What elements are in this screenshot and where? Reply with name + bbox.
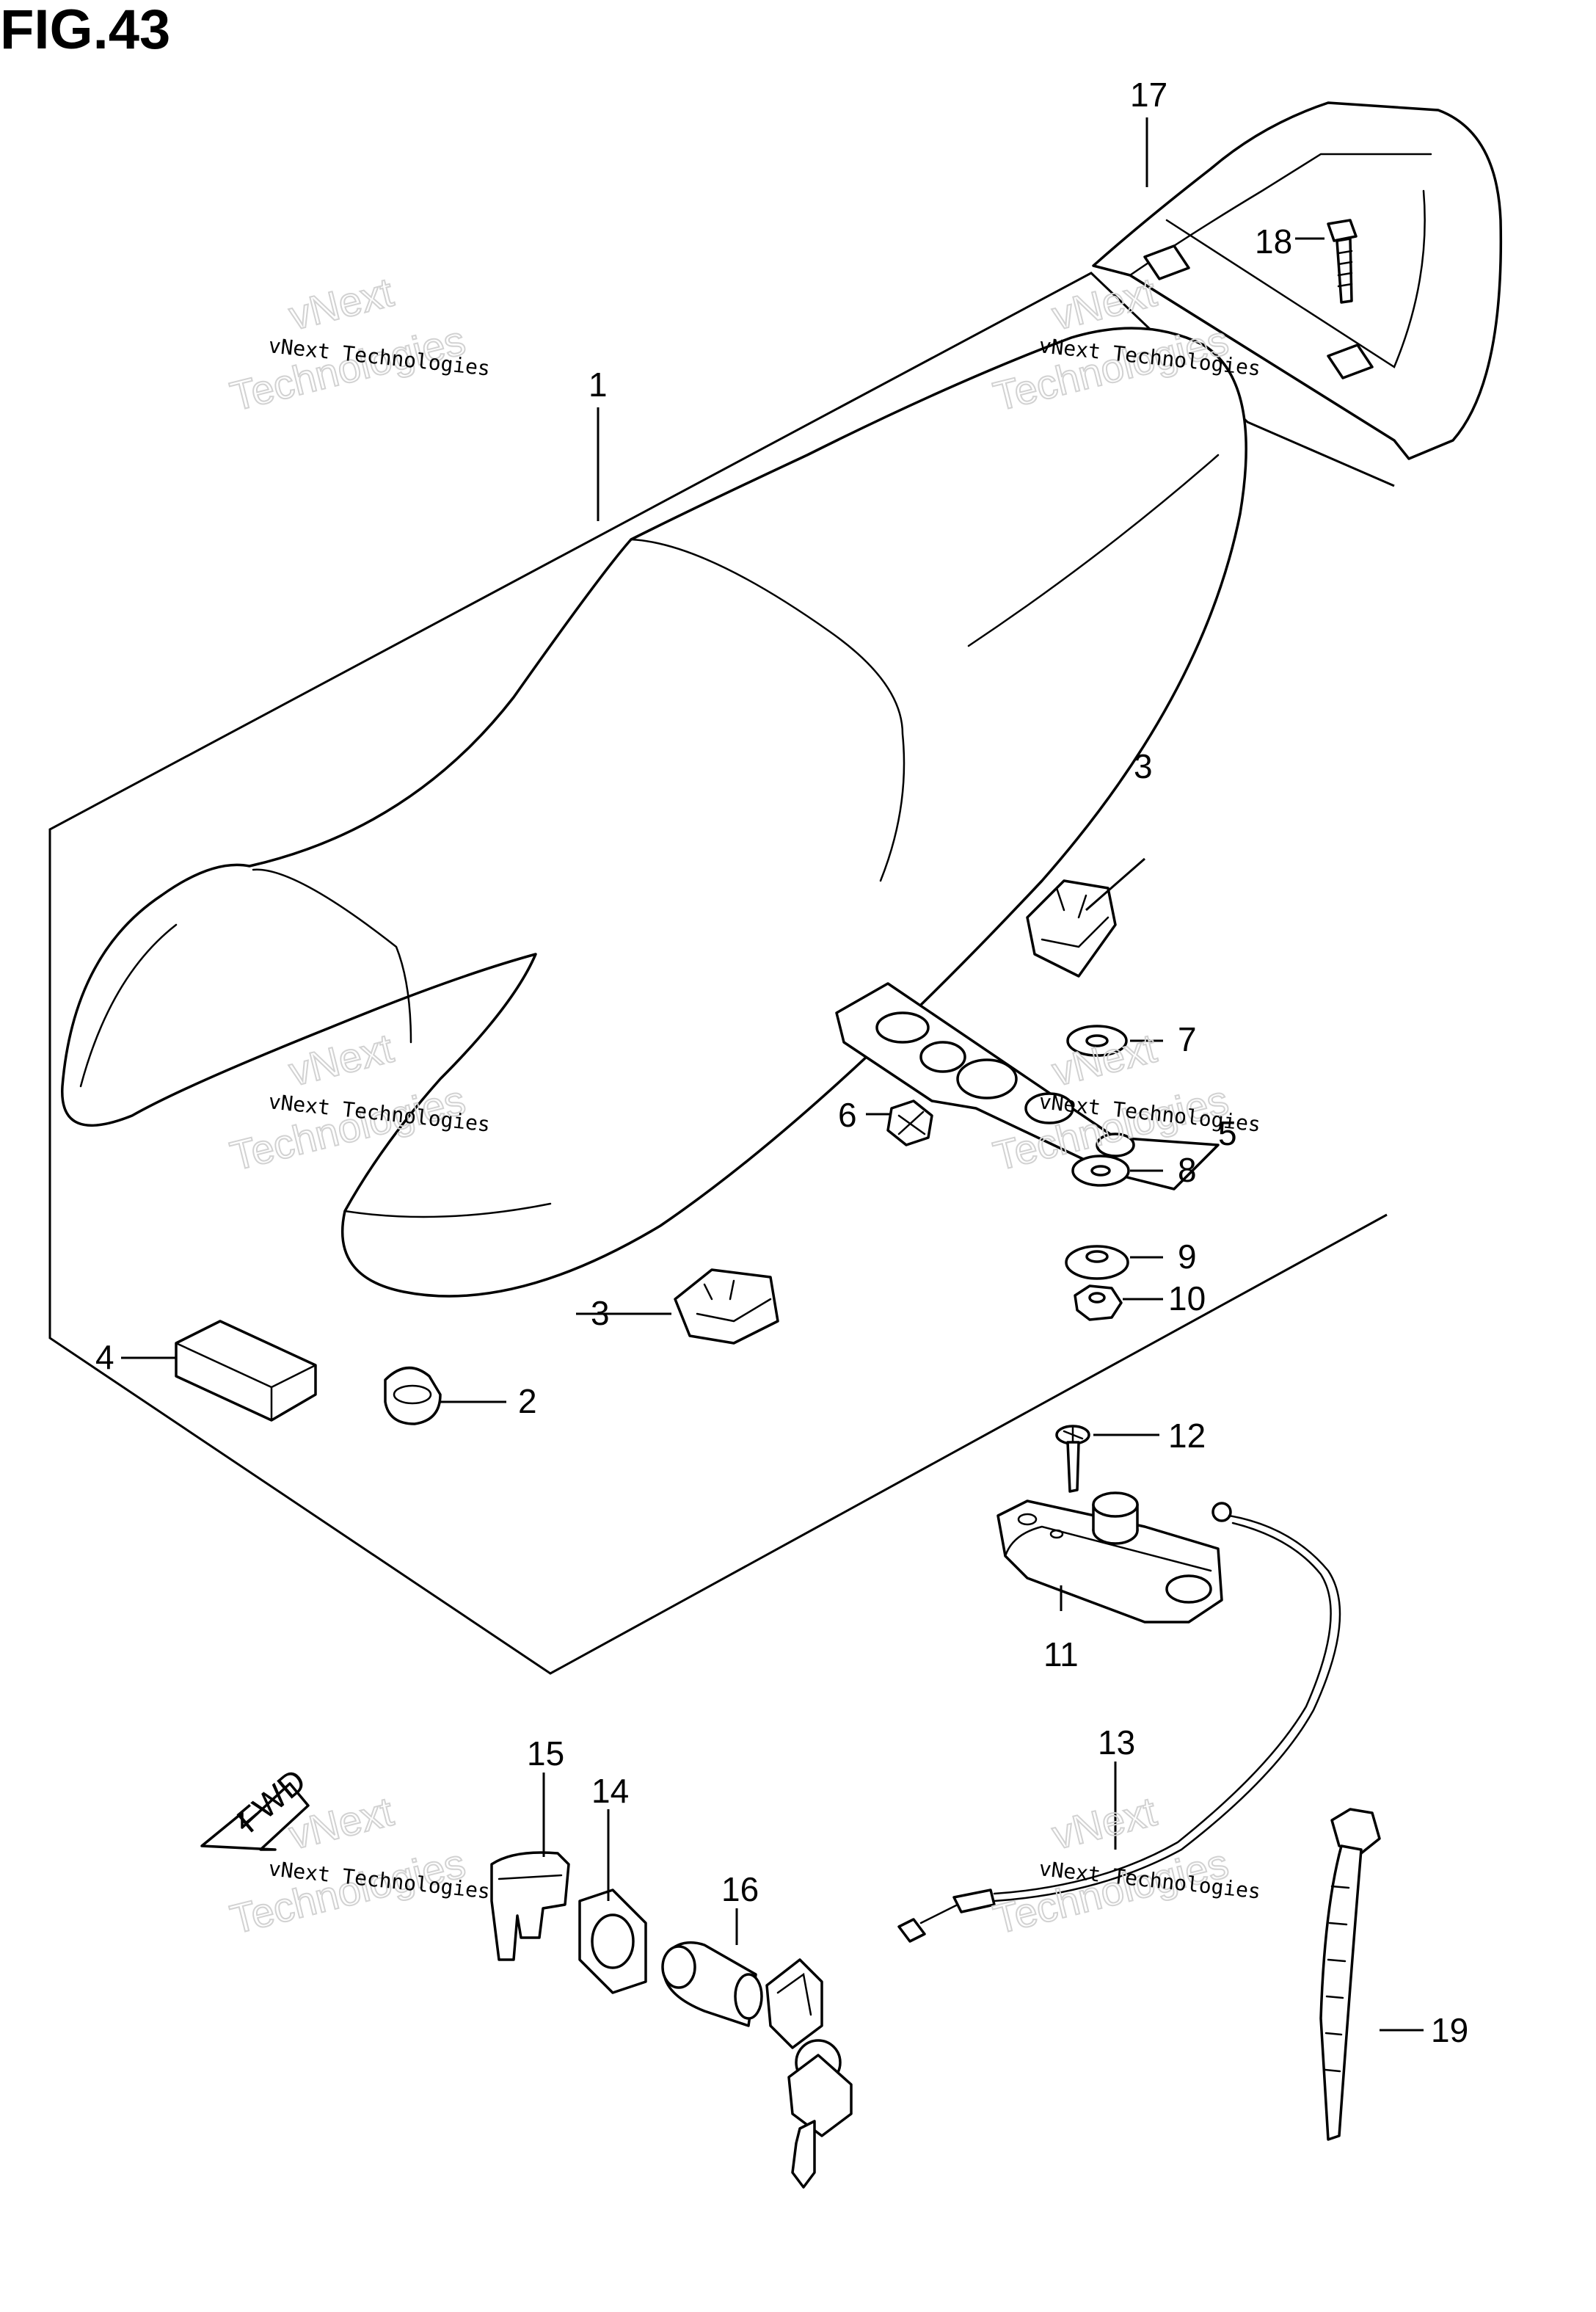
- washer-upper: [1066, 1025, 1128, 1057]
- rear-seat-cover: [1092, 101, 1503, 460]
- watermark-top-left: vNext Technologies vNext Technologies: [225, 268, 492, 421]
- seat-bracket: [835, 982, 1220, 1190]
- washer: [1071, 1155, 1130, 1187]
- seat-assembly: [61, 327, 1247, 1298]
- screw: [1055, 1425, 1090, 1493]
- callout-12: 12: [1168, 1417, 1206, 1455]
- callout-11: 11: [1043, 1635, 1079, 1673]
- assembly-frame: [48, 272, 1395, 1675]
- callout-18: 18: [1255, 222, 1292, 261]
- seat-cushion-lower: [674, 1268, 779, 1345]
- callout-6: 6: [838, 1096, 857, 1134]
- callout-16: 16: [721, 1870, 759, 1908]
- callout-9: 9: [1178, 1237, 1197, 1276]
- grommet: [886, 1099, 933, 1146]
- callout-2: 2: [518, 1382, 537, 1420]
- seat-lock-cylinder: [661, 1941, 853, 2189]
- nut: [1074, 1284, 1123, 1321]
- callout-4: 4: [95, 1338, 114, 1376]
- callout-15: 15: [527, 1734, 564, 1773]
- cover-bolt: [1327, 219, 1358, 304]
- washer-lower: [1065, 1245, 1129, 1280]
- figure-title: FIG.43: [0, 0, 170, 61]
- lock-clip: [490, 1851, 570, 1961]
- cushion-nut: [384, 1366, 442, 1425]
- callout-8: 8: [1178, 1151, 1197, 1189]
- watermark-bottom-right: vNext Technologies vNext Technologies: [988, 1787, 1262, 1944]
- callout-19: 19: [1431, 2011, 1468, 2049]
- callout-1: 1: [589, 366, 608, 404]
- callout-7: 7: [1178, 1020, 1197, 1058]
- watermark-big-line1: vNext: [1048, 1788, 1162, 1858]
- callout-10: 10: [1168, 1279, 1206, 1317]
- callout-17: 17: [1130, 76, 1167, 114]
- watermark-big-line1: vNext: [285, 269, 398, 339]
- callout-3-lower: 3: [591, 1294, 610, 1332]
- seat-lock-assembly: [996, 1491, 1223, 1624]
- lock-cable: [897, 1502, 1341, 1943]
- callout-13: 13: [1098, 1723, 1135, 1762]
- callout-3-upper: 3: [1134, 747, 1153, 785]
- lock-holder: [578, 1889, 647, 1994]
- cable-tie: [1319, 1808, 1381, 2141]
- callout-14: 14: [591, 1772, 629, 1810]
- leader-lines: [121, 117, 1424, 2032]
- seat-pad: [175, 1320, 317, 1422]
- callout-labels: 1 2 3 3 4 5 6 7 8 9 10 11 12 13 14 15 16…: [95, 76, 1468, 2049]
- callout-5: 5: [1218, 1114, 1237, 1152]
